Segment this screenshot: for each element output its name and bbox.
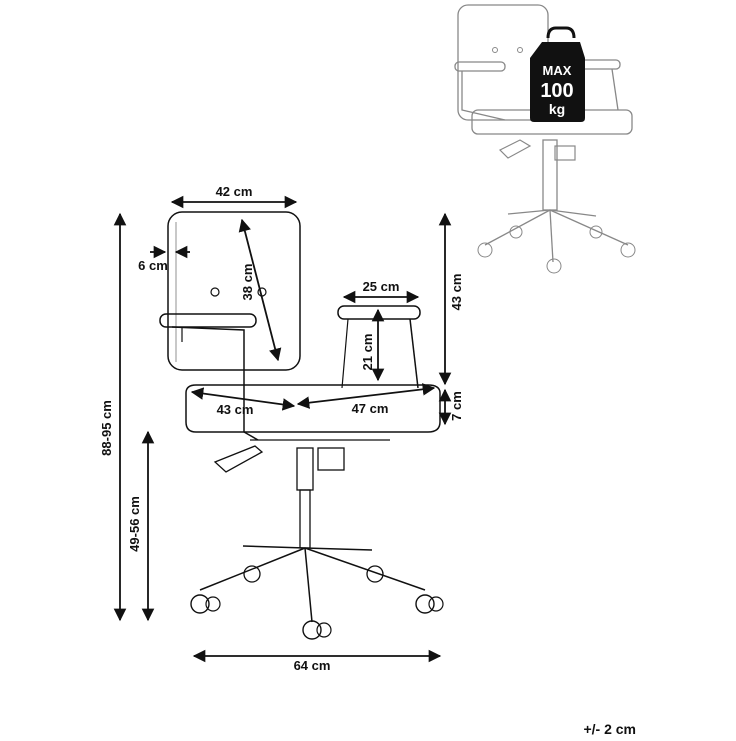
caster xyxy=(415,594,435,614)
dimension-lines: 42 cm 6 cm 38 cm 25 cm 21 cm 43 cm 7 cm … xyxy=(99,184,464,673)
label-total-height: 88-95 cm xyxy=(99,400,114,456)
weight-handle-icon xyxy=(546,26,576,39)
caster xyxy=(302,620,322,640)
button-tuft-left xyxy=(210,287,220,297)
thumbnail-chair xyxy=(454,4,636,274)
tolerance-note: +/- 2 cm xyxy=(583,721,636,736)
label-seat-height: 49-56 cm xyxy=(127,496,142,552)
caster xyxy=(190,594,210,614)
label-back-armrest-height: 43 cm xyxy=(449,274,464,311)
label-armrest-height: 21 cm xyxy=(360,334,375,371)
badge-line-2: 100 xyxy=(540,80,573,102)
label-seat-depth: 43 cm xyxy=(217,402,254,417)
label-seat-thickness: 7 cm xyxy=(449,391,464,421)
label-backrest-width: 42 cm xyxy=(216,184,253,199)
caster xyxy=(366,565,384,583)
height-lever xyxy=(213,445,264,473)
label-armrest-length: 25 cm xyxy=(363,279,400,294)
label-seat-width: 47 cm xyxy=(352,401,389,416)
badge-line-3: kg xyxy=(549,101,565,117)
label-backrest-offset: 6 cm xyxy=(138,258,168,273)
weight-icon xyxy=(530,42,585,122)
weight-capacity-badge: MAX 100 kg xyxy=(530,26,585,122)
main-chair xyxy=(159,211,444,640)
label-base-width: 64 cm xyxy=(294,658,331,673)
badge-line-1: MAX xyxy=(543,63,572,78)
gas-column xyxy=(299,489,311,549)
left-armrest xyxy=(159,313,257,328)
backrest xyxy=(167,211,301,371)
caster xyxy=(243,565,261,583)
tilt-mechanism xyxy=(317,447,345,471)
label-backrest-height: 38 cm xyxy=(240,264,255,301)
right-armrest xyxy=(337,305,421,320)
